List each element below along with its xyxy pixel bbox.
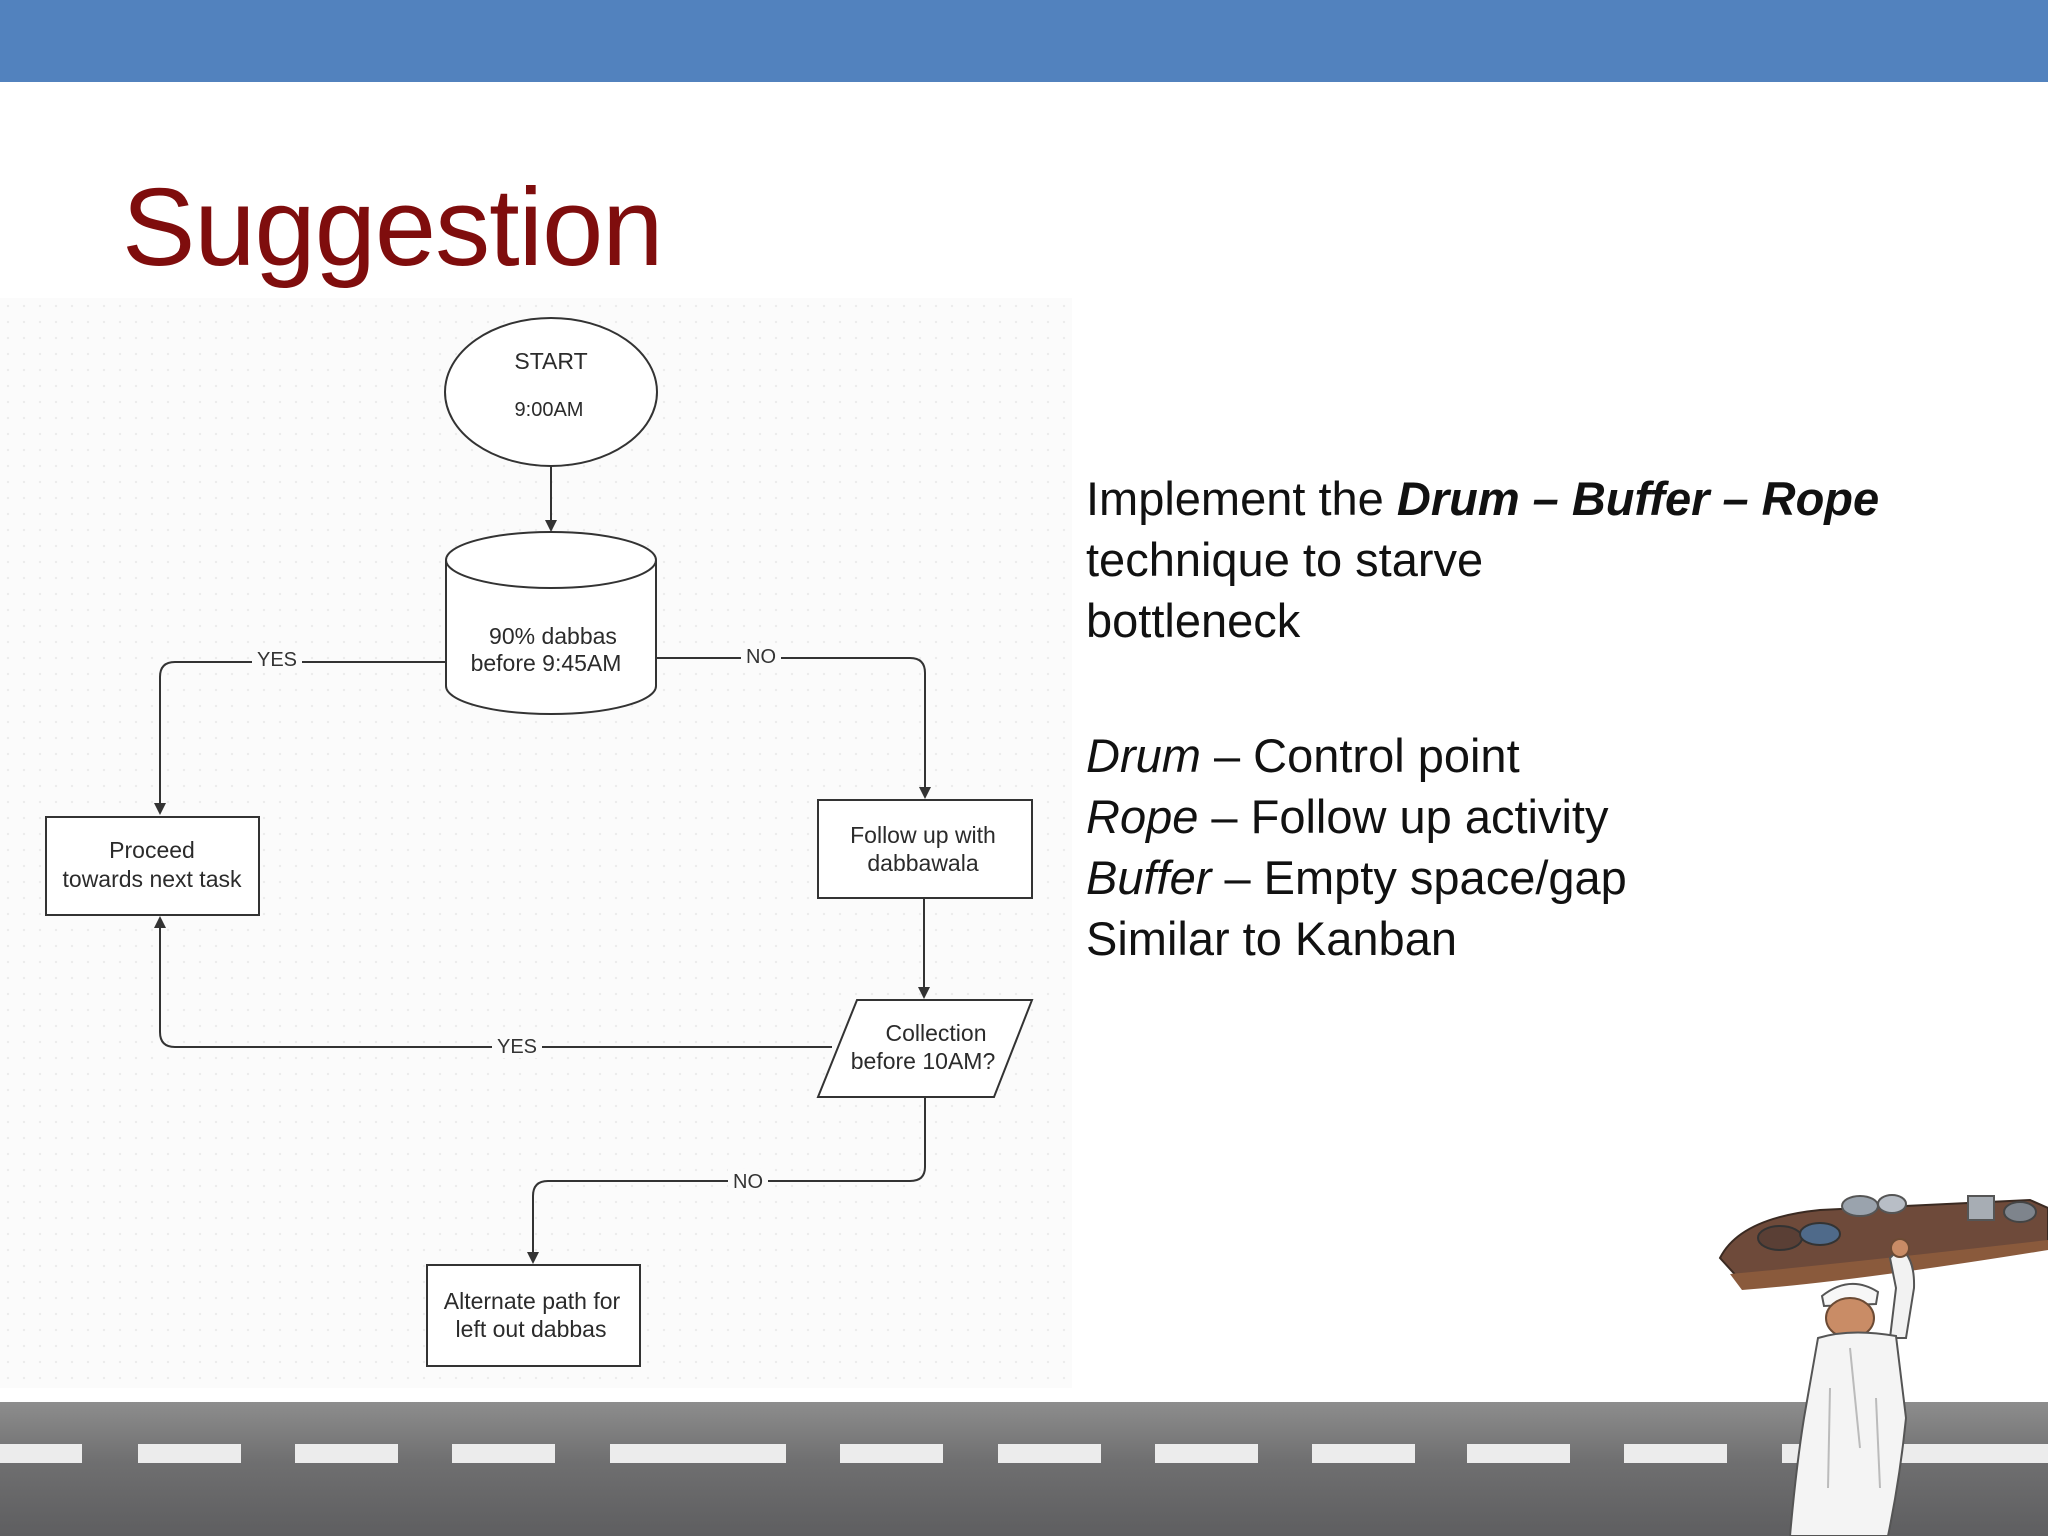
start-node: START 9:00AM: [444, 317, 658, 467]
intro-emphasis: Drum – Buffer – Rope: [1396, 472, 1880, 525]
edge-dabbas-yes: [154, 661, 446, 815]
dabbawala-carrier-illustration: [1718, 1194, 2048, 1536]
start-time: 9:00AM: [515, 399, 584, 421]
edge-dabbas-no: [656, 657, 931, 799]
dabbas-check-node: 90% dabbas before 9:45AM: [445, 531, 657, 715]
alternate-path-node: Alternate path for left out dabbas: [426, 1264, 641, 1367]
edge-label-no-top: NO: [746, 646, 776, 668]
proceed-line1: Proceed: [109, 837, 195, 863]
header-band: [0, 0, 2048, 82]
intro-line2: technique to starve: [1086, 533, 1484, 586]
follow-up-line1: Follow up with: [850, 822, 996, 848]
road-illustration: [0, 1402, 2048, 1536]
desc-rope: – Follow up activity: [1198, 790, 1609, 843]
definition-buffer: Buffer – Empty space/gap: [1086, 847, 2006, 908]
slide-title: Suggestion: [122, 166, 663, 289]
intro-line1: Implement the Drum – Buffer – Rope: [1086, 468, 2006, 529]
dabbas-line2: before 9:45AM: [471, 650, 622, 676]
follow-up-line2: dabbawala: [867, 850, 978, 876]
proceed-node: Proceed towards next task: [45, 816, 260, 916]
intro-line3: bottleneck: [1086, 594, 1301, 647]
alternate-line1: Alternate path for: [444, 1288, 621, 1314]
proceed-line2: towards next task: [63, 866, 242, 892]
term-rope: Rope: [1086, 790, 1199, 843]
desc-drum: – Control point: [1200, 729, 1520, 782]
closing-line: Similar to Kanban: [1086, 912, 1457, 965]
edge-label-no-bottom: NO: [733, 1171, 763, 1193]
collection-line2: before 10AM?: [851, 1048, 995, 1074]
intro-prefix: Implement the: [1086, 472, 1397, 525]
collection-node: Collection before 10AM?: [816, 999, 1034, 1098]
definition-rope: Rope – Follow up activity: [1086, 786, 2006, 847]
desc-buffer: – Empty space/gap: [1211, 851, 1627, 904]
collection-line1: Collection: [886, 1020, 987, 1046]
edge-label-yes-top: YES: [257, 649, 297, 671]
dabbas-line1: 90% dabbas: [489, 623, 617, 649]
term-buffer: Buffer: [1086, 851, 1212, 904]
edge-collection-yes: [154, 916, 832, 1048]
explanation-text: Implement the Drum – Buffer – Rope techn…: [1086, 468, 2006, 969]
start-label: START: [514, 348, 587, 374]
edge-label-yes-bottom: YES: [497, 1036, 537, 1058]
definition-drum: Drum – Control point: [1086, 725, 2006, 786]
follow-up-node: Follow up with dabbawala: [817, 799, 1033, 899]
alternate-line2: left out dabbas: [456, 1316, 607, 1342]
term-drum: Drum: [1086, 729, 1201, 782]
